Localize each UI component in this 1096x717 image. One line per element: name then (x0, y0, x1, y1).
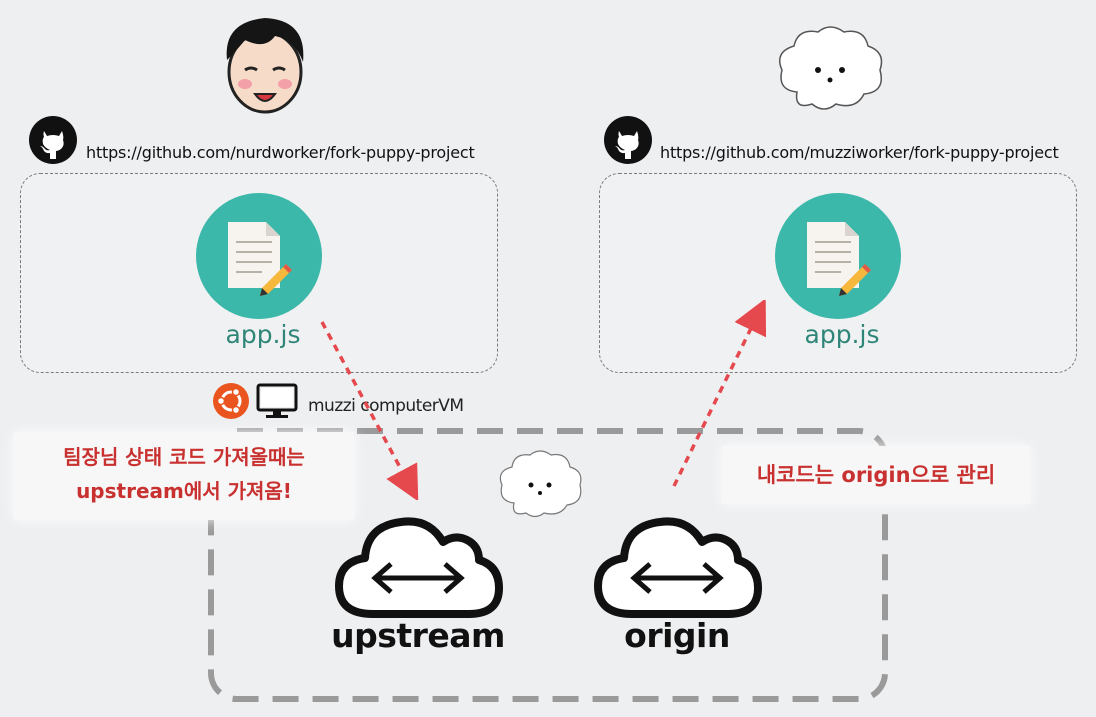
upstream-note-line2: upstream에서 가져옴! (76, 479, 292, 503)
puppy-avatar (779, 26, 883, 110)
left-file-name[interactable]: app.js (225, 320, 301, 349)
document-icon (228, 222, 292, 296)
ubuntu-icon (213, 383, 249, 419)
cloud-sync-icon (594, 517, 762, 618)
puppy-avatar (499, 450, 582, 518)
right-repo-url[interactable]: https://github.com/muzziworker/fork-pupp… (660, 143, 1059, 162)
upstream-note-line1: 팀장님 상태 코드 가져올때는 (63, 445, 305, 469)
document-icon (807, 222, 871, 296)
origin-label: origin (624, 616, 730, 655)
origin-note-text: 내코드는 origin으로 관리 (756, 463, 996, 487)
fetch-arrow (320, 321, 419, 500)
upstream-note: 팀장님 상태 코드 가져올때는 upstream에서 가져옴! (14, 432, 354, 520)
vm-container (208, 428, 888, 702)
origin-note: 내코드는 origin으로 관리 (722, 446, 1030, 504)
right-file-name[interactable]: app.js (804, 320, 880, 349)
upstream-label: upstream (331, 616, 505, 655)
left-repo-url[interactable]: https://github.com/nurdworker/fork-puppy… (86, 143, 475, 162)
github-icon (604, 116, 652, 164)
cloud-sync-icon (335, 517, 503, 618)
push-arrow (672, 300, 767, 487)
monitor-icon (256, 383, 298, 418)
github-icon (29, 116, 77, 164)
person-avatar (226, 18, 304, 114)
vm-label: muzzi computerVM (308, 396, 464, 416)
